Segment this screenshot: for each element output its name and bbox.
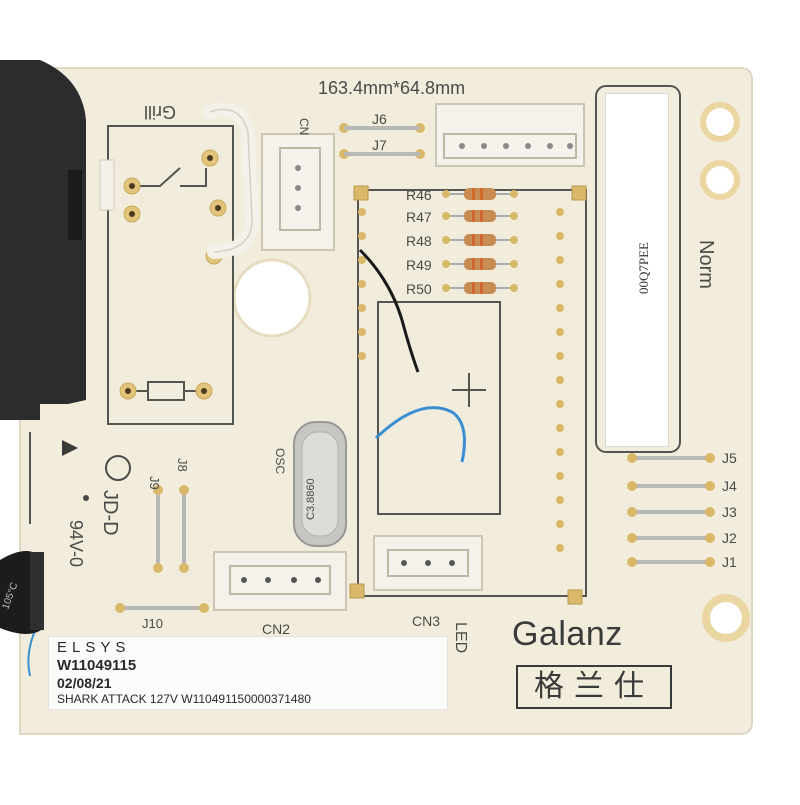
marker-black <box>358 248 420 373</box>
cn3-label: CN3 <box>412 613 440 629</box>
j7-label: J7 <box>372 137 387 153</box>
part-label: 00Q7PEE <box>605 93 669 447</box>
relay-tab <box>68 170 82 240</box>
display-corner-pads <box>349 185 587 605</box>
resistor-array <box>442 188 518 294</box>
mounting-hole <box>710 602 742 634</box>
connector-cn <box>261 133 335 251</box>
wire-clip <box>99 159 115 211</box>
capacitor <box>0 551 44 634</box>
display-window <box>377 301 501 515</box>
cn2-label: CN2 <box>262 621 290 637</box>
pcb-board <box>19 67 753 735</box>
r46-label: R46 <box>406 187 432 203</box>
brand-latin: Galanz <box>512 615 623 653</box>
jumpers-j6-j7 <box>339 123 425 159</box>
jd-mark: JD-D <box>99 490 121 536</box>
jumpers-j1-j5 <box>627 453 715 567</box>
osc-label: OSC <box>273 448 287 474</box>
r50-label: R50 <box>406 281 432 297</box>
sticker-line-brand: ELSYS <box>57 639 131 656</box>
mounting-hole <box>706 108 734 136</box>
j2-label: J2 <box>722 530 737 546</box>
warning-triangle <box>62 440 78 456</box>
j6-label: J6 <box>372 111 387 127</box>
relay-switch-symbol <box>140 167 207 187</box>
j10-label: J10 <box>142 616 163 631</box>
jumper-j10 <box>115 603 209 613</box>
j9-label: J9 <box>147 476 162 490</box>
r47-label: R47 <box>406 209 432 225</box>
product-sticker: ELSYS W11049115 02/08/21 SHARK ATTACK 12… <box>48 636 448 710</box>
relay <box>0 60 86 420</box>
sticker-line-serial: SHARK ATTACK 127V W110491150000371480 <box>57 692 311 706</box>
r48-label: R48 <box>406 233 432 249</box>
led-label: LED <box>452 622 469 653</box>
brand-cjk: 格兰仕 <box>516 665 672 709</box>
j3-label: J3 <box>722 504 737 520</box>
mounting-hole <box>706 166 734 194</box>
display-pin-pads <box>358 208 564 552</box>
connector-cn2 <box>213 551 347 611</box>
marker-blue <box>374 406 466 463</box>
j1-label: J1 <box>722 554 737 570</box>
board-cutout <box>232 258 312 338</box>
crystal-marking: C3.8860 <box>305 478 317 520</box>
norm-label: Norm <box>695 240 717 289</box>
r49-label: R49 <box>406 257 432 273</box>
sticker-line-part: W11049115 <box>57 657 137 674</box>
j5-label: J5 <box>722 450 737 466</box>
part-label-code: 00Q7PEE <box>636 242 651 294</box>
jumpers-j8-j9 <box>153 485 189 573</box>
board-dimensions: 163.4mm*64.8mm <box>318 78 465 98</box>
j8-label: J8 <box>175 458 190 472</box>
brand-logo: Galanz 格兰仕 <box>512 615 672 715</box>
label-outline <box>595 85 681 453</box>
cn-label: CN <box>297 118 311 135</box>
rating-mark: 94V-0 <box>66 520 86 567</box>
ul-mark <box>105 455 131 481</box>
grill-label: Grill <box>144 102 176 122</box>
relay-outline <box>107 125 234 425</box>
sticker-line-date: 02/08/21 <box>57 675 112 691</box>
j4-label: J4 <box>722 478 737 494</box>
